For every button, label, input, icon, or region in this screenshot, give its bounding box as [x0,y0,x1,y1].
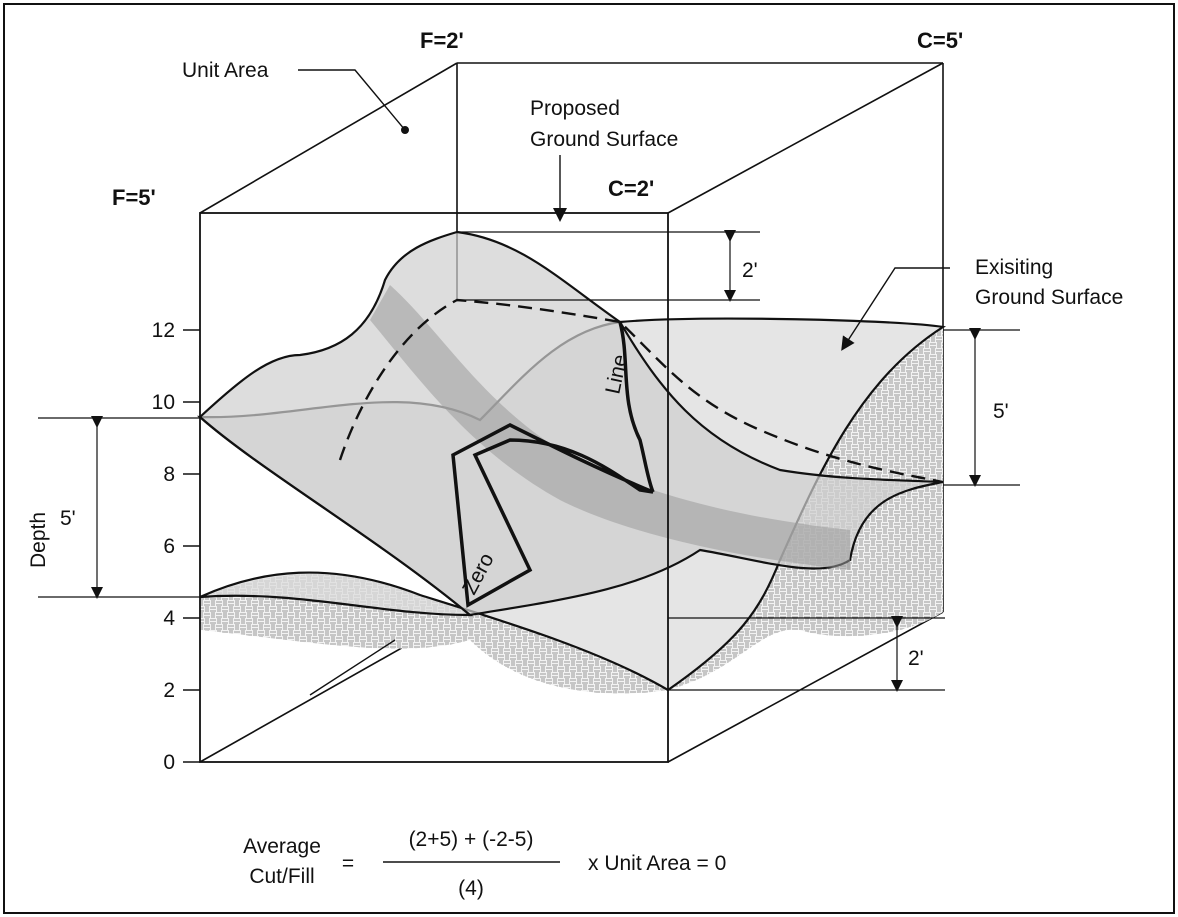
depth-axis-title: Depth [27,512,50,568]
dim-bottom-right: 2' [908,647,924,670]
dim-top-right: 2' [742,259,758,282]
formula-denominator: (4) [458,877,484,900]
zero-line [451,423,654,608]
tick-0: 0 [163,751,175,774]
tick-8: 8 [163,463,175,486]
box-front-face [199,212,669,763]
dim-left: 5' [60,507,76,530]
corner-front-left: F=5' [112,185,156,210]
tick-6: 6 [163,535,175,558]
outer-border [3,3,1175,914]
dim-right: 5' [993,400,1009,423]
formula-equals: = [342,852,354,875]
dimension-lines [38,230,1020,692]
formula-numerator: (2+5) + (-2-5) [409,828,534,851]
tick-4: 4 [163,607,175,630]
corner-front-right: C=2' [608,176,654,201]
leaders [298,69,950,696]
proposed-label-1: Proposed [530,97,620,120]
formula-lhs-2: Cut/Fill [249,865,314,888]
band [370,285,850,570]
unit-area-dot [401,126,409,134]
existing-label-2: Ground Surface [975,286,1123,309]
existing-label-1: Exisiting [975,256,1053,279]
corner-back-left: F=2' [420,28,464,53]
formula-lhs-1: Average [243,835,321,858]
tick-2: 2 [163,679,175,702]
tick-12: 12 [152,319,175,342]
unit-area-label: Unit Area [182,59,269,82]
tick-10: 10 [152,391,175,414]
formula-rhs: x Unit Area = 0 [588,852,726,875]
depth-ticks [183,329,200,763]
proposed-label-2: Ground Surface [530,128,678,151]
corner-back-right: C=5' [917,28,963,53]
